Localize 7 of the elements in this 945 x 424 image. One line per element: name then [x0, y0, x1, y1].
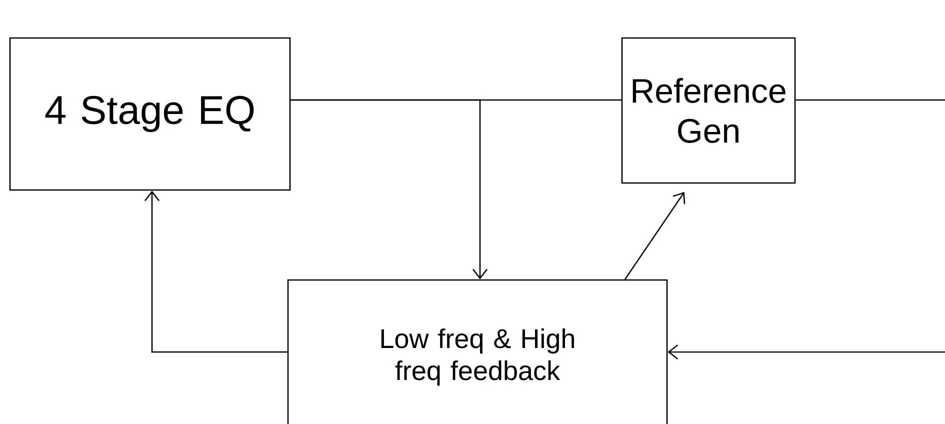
process-box: 4 Stage EQ: [9, 37, 291, 191]
arrow: [668, 344, 945, 360]
arrow: [144, 190, 288, 353]
arrow: [624, 192, 686, 280]
arrow: [290, 99, 488, 280]
process-box: Reference Gen: [621, 37, 796, 184]
process-box: Low freq & High freq feedback: [287, 279, 668, 424]
